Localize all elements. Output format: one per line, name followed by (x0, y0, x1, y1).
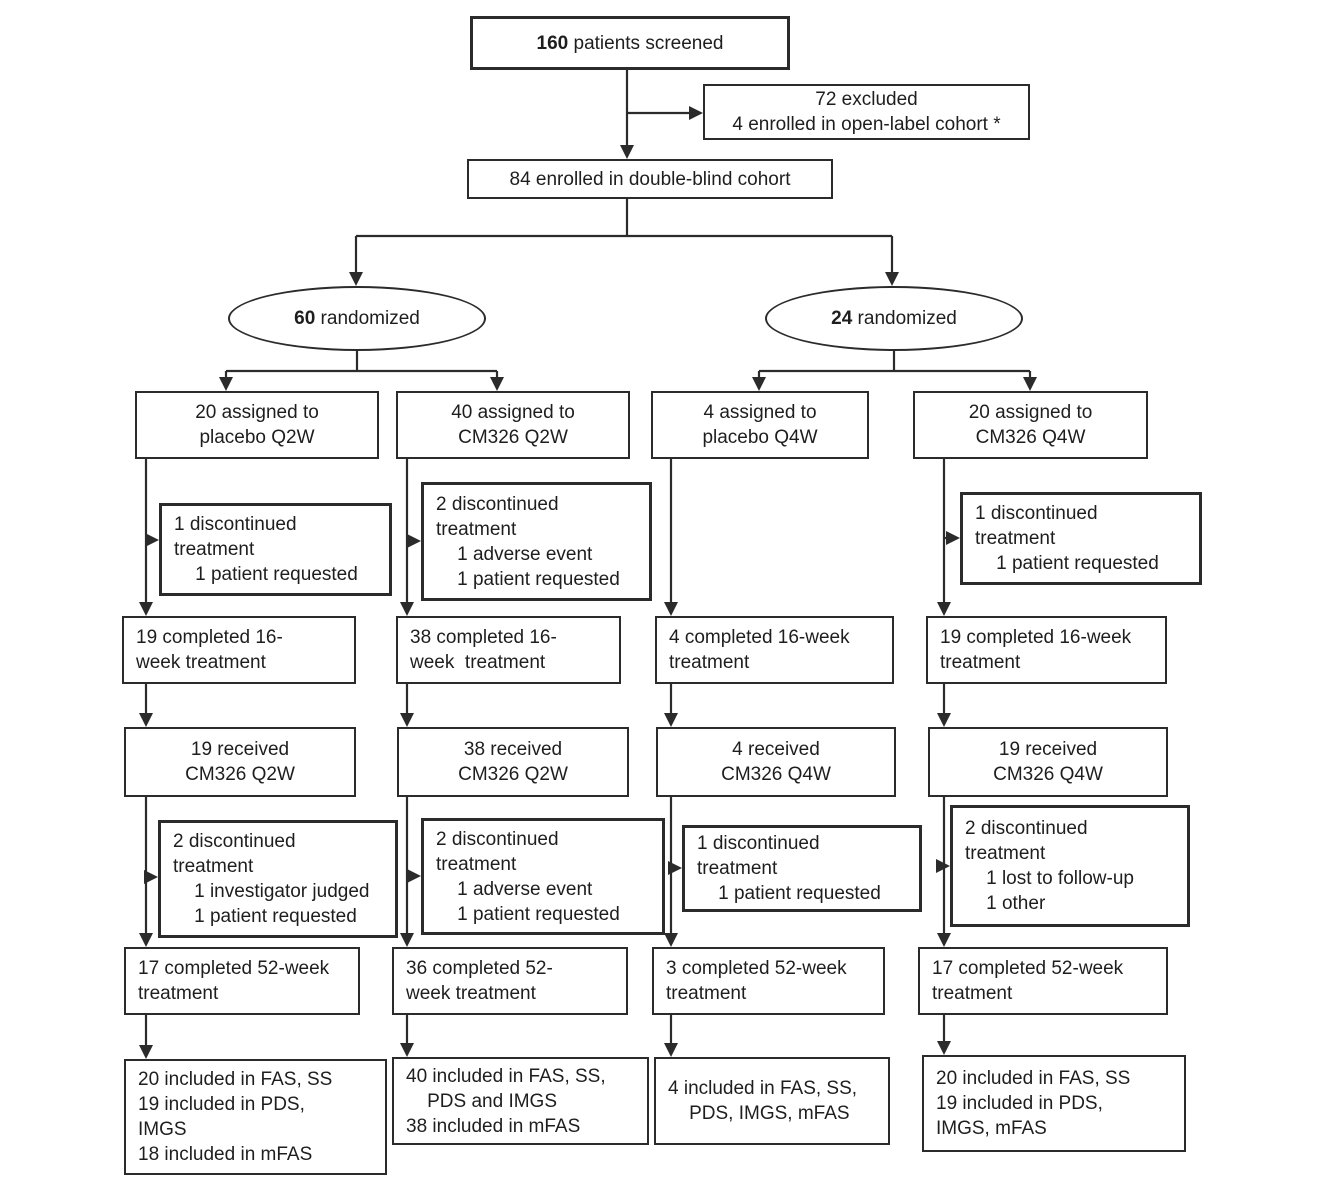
received-label: 19 received CM326 Q4W (993, 739, 1103, 785)
discontinued-label: 2 discontinued treatment 1 lost to follo… (965, 818, 1134, 914)
randomized-60-label: 60 randomized (294, 308, 420, 329)
received-box-placebo-q4w: 4 received CM326 Q4W (656, 727, 896, 797)
completed-16wk-box-cm326-q4w: 19 completed 16-week treatment (926, 616, 1167, 684)
screened-label: 160 patients screened (536, 32, 724, 54)
included-box-cm326-q4w: 20 included in FAS, SS 19 included in PD… (922, 1055, 1186, 1152)
received-label: 19 received CM326 Q2W (185, 739, 295, 785)
assigned-box-cm326-q2w: 40 assigned to CM326 Q2W (396, 391, 630, 459)
included-label: 20 included in FAS, SS 19 included in PD… (936, 1068, 1131, 1139)
completed-16wk-label: 38 completed 16- week treatment (410, 627, 557, 673)
included-label: 4 included in FAS, SS, PDS, IMGS, mFAS (668, 1078, 858, 1124)
included-box-placebo-q2w: 20 included in FAS, SS 19 included in PD… (124, 1059, 387, 1175)
completed-52wk-label: 3 completed 52-week treatment (666, 958, 847, 1004)
discontinued-label: 2 discontinued treatment 1 adverse event… (436, 828, 620, 925)
discontinued-52wk-box-placebo-q4w: 1 discontinued treatment 1 patient reque… (682, 825, 922, 912)
completed-16wk-label: 19 completed 16- week treatment (136, 627, 283, 673)
received-box-placebo-q2w: 19 received CM326 Q2W (124, 727, 356, 797)
discontinued-16wk-box-cm326-q4w: 1 discontinued treatment 1 patient reque… (960, 492, 1202, 585)
discontinued-52wk-box-cm326-q4w: 2 discontinued treatment 1 lost to follo… (950, 805, 1190, 927)
included-box-placebo-q4w: 4 included in FAS, SS, PDS, IMGS, mFAS (654, 1057, 890, 1145)
included-label: 20 included in FAS, SS 19 included in PD… (138, 1069, 333, 1165)
discontinued-52wk-box-placebo-q2w: 2 discontinued treatment 1 investigator … (158, 820, 398, 938)
completed-16wk-box-cm326-q2w: 38 completed 16- week treatment (396, 616, 621, 684)
excluded-label: 72 excluded 4 enrolled in open-label coh… (732, 89, 1001, 135)
assigned-box-placebo-q4w: 4 assigned to placebo Q4W (651, 391, 869, 459)
discontinued-label: 2 discontinued treatment 1 adverse event… (436, 493, 620, 590)
discontinued-16wk-box-cm326-q2w: 2 discontinued treatment 1 adverse event… (421, 482, 652, 601)
received-box-cm326-q4w: 19 received CM326 Q4W (928, 727, 1168, 797)
discontinued-label: 1 discontinued treatment 1 patient reque… (174, 514, 358, 585)
discontinued-16wk-box-placebo-q2w: 1 discontinued treatment 1 patient reque… (159, 503, 392, 596)
received-label: 38 received CM326 Q2W (458, 739, 568, 785)
enrolled-label: 84 enrolled in double-blind cohort (509, 168, 791, 190)
completed-52wk-box-placebo-q4w: 3 completed 52-week treatment (652, 947, 885, 1015)
completed-52wk-box-cm326-q2w: 36 completed 52- week treatment (392, 947, 628, 1015)
assigned-label: 20 assigned to placebo Q2W (195, 402, 319, 448)
randomized-ellipse-60: 60 randomized (228, 286, 486, 351)
assigned-box-placebo-q2w: 20 assigned to placebo Q2W (135, 391, 379, 459)
assigned-box-cm326-q4w: 20 assigned to CM326 Q4W (913, 391, 1148, 459)
discontinued-label: 2 discontinued treatment 1 investigator … (173, 831, 370, 927)
randomized-24-label: 24 randomized (831, 308, 957, 329)
completed-16wk-box-placebo-q4w: 4 completed 16-week treatment (655, 616, 894, 684)
completed-16wk-box-placebo-q2w: 19 completed 16- week treatment (122, 616, 356, 684)
included-box-cm326-q2w: 40 included in FAS, SS, PDS and IMGS 38 … (392, 1057, 649, 1145)
received-label: 4 received CM326 Q4W (721, 739, 831, 785)
randomized-ellipse-24: 24 randomized (765, 286, 1023, 351)
completed-52wk-box-placebo-q2w: 17 completed 52-week treatment (124, 947, 360, 1015)
discontinued-52wk-box-cm326-q2w: 2 discontinued treatment 1 adverse event… (421, 818, 665, 935)
completed-16wk-label: 4 completed 16-week treatment (669, 627, 850, 673)
completed-52wk-label: 17 completed 52-week treatment (932, 958, 1124, 1004)
discontinued-label: 1 discontinued treatment 1 patient reque… (697, 833, 881, 904)
completed-52wk-label: 36 completed 52- week treatment (406, 958, 553, 1004)
enrolled-box: 84 enrolled in double-blind cohort (467, 159, 833, 199)
assigned-label: 20 assigned to CM326 Q4W (968, 402, 1093, 448)
screened-box: 160 patients screened (470, 16, 790, 70)
excluded-box: 72 excluded 4 enrolled in open-label coh… (703, 84, 1030, 140)
discontinued-label: 1 discontinued treatment 1 patient reque… (975, 503, 1159, 574)
assigned-label: 4 assigned to placebo Q4W (702, 402, 818, 448)
completed-16wk-label: 19 completed 16-week treatment (940, 627, 1132, 673)
included-label: 40 included in FAS, SS, PDS and IMGS 38 … (406, 1065, 606, 1137)
completed-52wk-label: 17 completed 52-week treatment (138, 958, 330, 1004)
completed-52wk-box-cm326-q4w: 17 completed 52-week treatment (918, 947, 1168, 1015)
arrows (139, 70, 1037, 1059)
received-box-cm326-q2w: 38 received CM326 Q2W (397, 727, 629, 797)
assigned-label: 40 assigned to CM326 Q2W (451, 402, 575, 448)
